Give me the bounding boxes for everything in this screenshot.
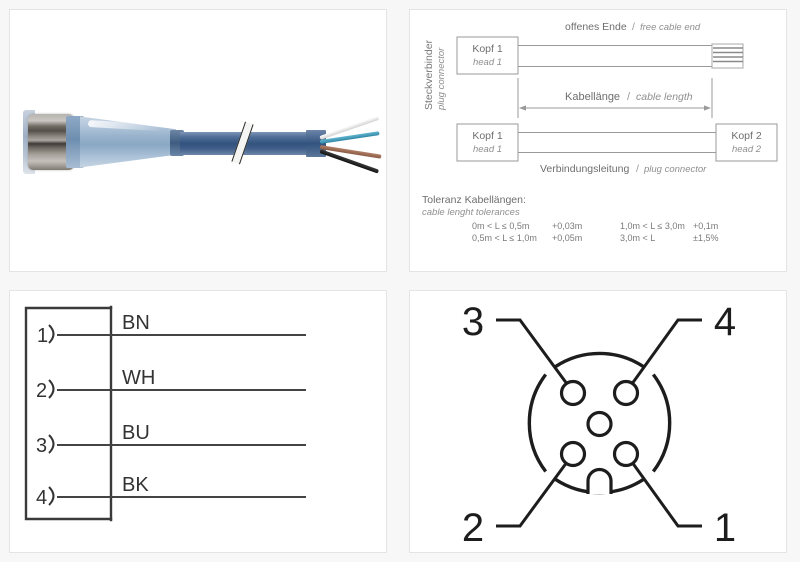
pin-4-number: 4 bbox=[36, 487, 47, 509]
row2-head2-box bbox=[715, 123, 778, 162]
tolerance-row-2-range: 1,0m < L ≤ 3,0m bbox=[620, 221, 685, 231]
row2-label-en: plug connector bbox=[643, 164, 707, 175]
face-arc-right bbox=[651, 373, 672, 473]
face-label-bottom-left: 2 bbox=[462, 506, 484, 550]
dimension-arrow-right bbox=[704, 105, 711, 111]
panel-product-photo[interactable] bbox=[9, 9, 387, 272]
photo-nut-face bbox=[66, 116, 84, 168]
panel-pin-assignment[interactable]: 1 BN 2 WH 3 bbox=[9, 290, 387, 553]
face-arc-left bbox=[527, 373, 548, 473]
dimension-label-de: Kabellänge bbox=[565, 91, 620, 103]
leader-line-3 bbox=[496, 318, 572, 389]
cell-pin-assignment: 1 BN 2 WH 3 bbox=[0, 281, 400, 562]
keyway-notch bbox=[586, 467, 613, 494]
pin-row-4: 4 BK bbox=[36, 474, 306, 509]
pin-3-contact-icon bbox=[48, 434, 55, 454]
row2-head1-en: head 1 bbox=[473, 144, 502, 155]
row2-head2-de: Kopf 2 bbox=[731, 130, 762, 142]
face-label-bottom-right: 1 bbox=[714, 506, 736, 550]
pin-3-number: 3 bbox=[36, 435, 47, 457]
pin-3-code: BU bbox=[122, 422, 150, 444]
pin-1-number: 1 bbox=[37, 325, 48, 347]
pin-assignment-diagram: 1 BN 2 WH 3 bbox=[10, 291, 386, 552]
row1-head1-en: head 1 bbox=[473, 57, 502, 68]
leader-line-1 bbox=[627, 457, 702, 528]
pin-1-contact-icon bbox=[48, 324, 55, 344]
row1-label-sep: / bbox=[632, 21, 635, 33]
tolerance-row-1-range: 0,5m < L ≤ 1,0m bbox=[472, 233, 537, 243]
row2-head2-en: head 2 bbox=[732, 144, 762, 155]
face-leader-lines bbox=[496, 318, 702, 528]
face-view-svg: 3 4 2 1 bbox=[462, 300, 736, 550]
pin-4-contact-icon bbox=[48, 486, 55, 506]
face-label-top-left: 3 bbox=[462, 300, 484, 344]
connector-face-view: 3 4 2 1 bbox=[410, 291, 786, 552]
cable-length-schematic: Steckverbinder plug connector offenes En… bbox=[410, 10, 786, 271]
row1-free-end-bundle bbox=[711, 43, 744, 69]
side-label-de: Steckverbinder bbox=[423, 39, 435, 110]
dimension-label-sep: / bbox=[627, 91, 631, 103]
pin-assignment-svg: 1 BN 2 WH 3 bbox=[24, 305, 306, 522]
side-label-en: plug connector bbox=[436, 47, 447, 111]
cell-face-view: 3 4 2 1 bbox=[400, 281, 800, 562]
connector-outline bbox=[24, 305, 113, 522]
panel-face-view[interactable]: 3 4 2 1 bbox=[409, 290, 787, 553]
row1-label-en: free cable end bbox=[640, 22, 701, 33]
panel-cable-length-diagram[interactable]: Steckverbinder plug connector offenes En… bbox=[409, 9, 787, 272]
contact-hole-4 bbox=[612, 379, 640, 407]
row2-head1-de: Kopf 1 bbox=[472, 130, 503, 142]
row2-label-sep: / bbox=[636, 163, 639, 175]
row2-label-de: Verbindungsleitung bbox=[540, 163, 629, 175]
face-contacts bbox=[559, 379, 640, 468]
leader-line-2 bbox=[496, 457, 572, 528]
row1-head1-de: Kopf 1 bbox=[472, 43, 503, 55]
photo-cable bbox=[180, 132, 322, 155]
dimension-arrow-left bbox=[519, 105, 526, 111]
pin-2-contact-icon bbox=[48, 379, 55, 399]
tolerance-row-1-value: +0,05m bbox=[552, 233, 582, 243]
pin-1-code: BN bbox=[122, 312, 150, 334]
face-arc-top bbox=[554, 351, 645, 369]
face-label-top-right: 4 bbox=[714, 300, 736, 344]
cell-cable-length-diagram: Steckverbinder plug connector offenes En… bbox=[400, 0, 800, 281]
row2-head1-box bbox=[456, 123, 519, 162]
row1-head1-box bbox=[456, 36, 519, 75]
tolerance-heading-de: Toleranz Kabellängen: bbox=[422, 194, 526, 206]
row1-cable bbox=[517, 45, 713, 67]
cell-product-photo bbox=[0, 0, 400, 281]
pin-2-code: WH bbox=[122, 367, 155, 389]
pin-2-number: 2 bbox=[36, 380, 47, 402]
contact-hole-1 bbox=[612, 440, 640, 468]
cable-length-svg: Steckverbinder plug connector offenes En… bbox=[422, 21, 778, 243]
tolerance-row-0-range: 0m < L ≤ 0,5m bbox=[472, 221, 529, 231]
tolerance-row-3-value: ±1,5% bbox=[693, 233, 718, 243]
tolerance-row-2-value: +0,1m bbox=[693, 221, 718, 231]
pin-4-code: BK bbox=[122, 474, 149, 496]
tolerance-heading-en: cable lenght tolerances bbox=[422, 207, 520, 218]
contact-hole-3 bbox=[559, 379, 587, 407]
tolerance-row-3-range: 3,0m < L bbox=[620, 233, 655, 243]
row1-label-de: offenes Ende bbox=[565, 21, 627, 33]
contact-hole-center bbox=[586, 410, 613, 438]
pin-row-1: 1 BN bbox=[37, 312, 306, 347]
pin-row-2: 2 WH bbox=[36, 367, 306, 402]
leader-line-4 bbox=[627, 318, 702, 389]
product-photo-image bbox=[10, 10, 386, 271]
pin-row-3: 3 BU bbox=[36, 422, 306, 457]
contact-hole-2 bbox=[559, 440, 587, 468]
dimension-label-en: cable length bbox=[636, 91, 693, 103]
row2-cable bbox=[517, 132, 718, 153]
tolerance-row-0-value: +0,03m bbox=[552, 221, 582, 231]
